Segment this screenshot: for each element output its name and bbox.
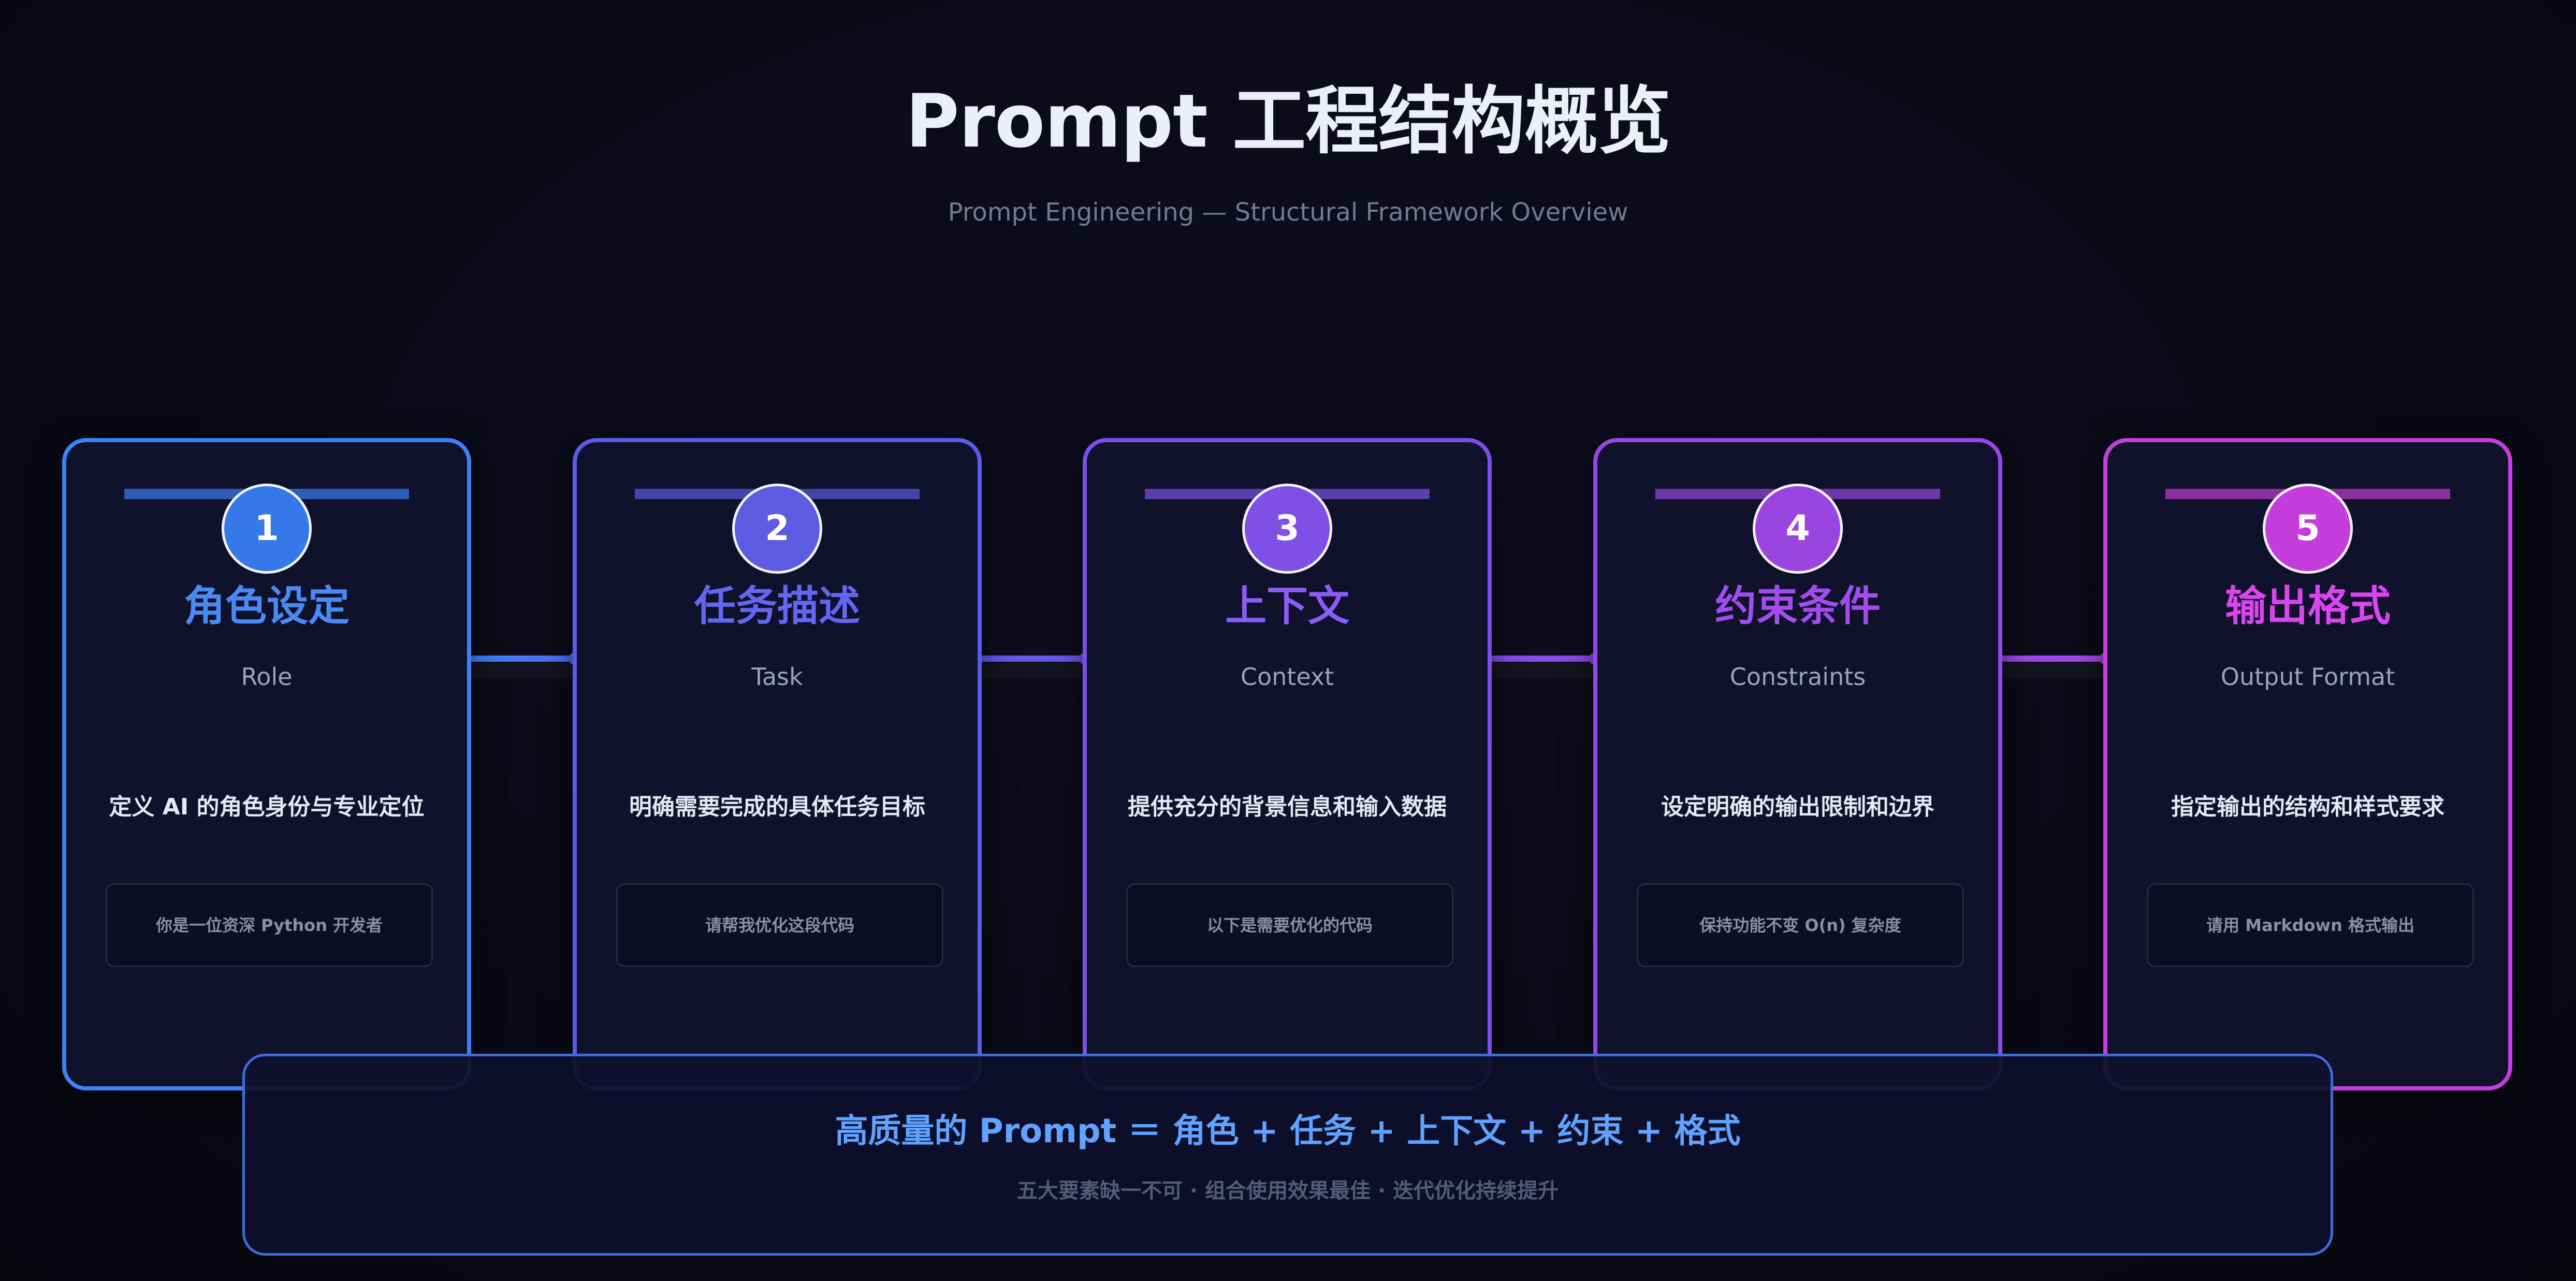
connector-4-5: [1992, 656, 2111, 662]
step-number-badge: 1: [222, 484, 312, 574]
card-title: 角色设定: [184, 582, 350, 630]
step-number-badge: 3: [1242, 484, 1332, 574]
card-example-box: 你是一位资深 Python 开发者: [106, 883, 433, 967]
card-example-box: 请帮我优化这段代码: [616, 883, 943, 967]
step-number-badge: 4: [1753, 484, 1843, 574]
connector-2-3: [971, 656, 1090, 662]
card-description: 指定输出的结构和样式要求: [2171, 794, 2444, 820]
summary-panel: 高质量的 Prompt ＝ 角色 + 任务 + 上下文 + 约束 + 格式 五大…: [242, 1054, 2333, 1256]
connector-shadow: [1492, 663, 1594, 678]
step-number-badge: 2: [732, 484, 822, 574]
card-output-format: 5 输出格式 Output Format 指定输出的结构和样式要求 请用 Mar…: [2103, 438, 2512, 1090]
card-title: 任务描述: [694, 582, 860, 630]
card-subtitle: Context: [1240, 663, 1334, 691]
card-title: 约束条件: [1715, 582, 1881, 630]
connector-1-2: [461, 656, 580, 662]
connector-3-4: [1481, 656, 1600, 662]
summary-note: 五大要素缺一不可 · 组合使用效果最佳 · 迭代优化持续提升: [1016, 1179, 1559, 1203]
card-constraints: 4 约束条件 Constraints 设定明确的输出限制和边界 保持功能不变 O…: [1593, 438, 2002, 1090]
card-subtitle: Constraints: [1729, 663, 1866, 691]
step-number-badge: 5: [2263, 484, 2353, 574]
card-example-box: 请用 Markdown 格式输出: [2147, 883, 2474, 967]
card-description: 设定明确的输出限制和边界: [1661, 794, 1934, 820]
connector-shadow: [471, 663, 574, 678]
card-subtitle: Output Format: [2220, 663, 2395, 691]
card-subtitle: Role: [241, 663, 293, 691]
card-example-box: 保持功能不变 O(n) 复杂度: [1637, 883, 1964, 967]
card-role: 1 角色设定 Role 定义 AI 的角色身份与专业定位 你是一位资深 Pyth…: [62, 438, 471, 1090]
connector-shadow: [982, 663, 1084, 678]
summary-formula: 高质量的 Prompt ＝ 角色 + 任务 + 上下文 + 约束 + 格式: [835, 1112, 1741, 1151]
card-description: 提供充分的背景信息和输入数据: [1128, 794, 1447, 820]
page-subtitle: Prompt Engineering — Structural Framewor…: [948, 198, 1628, 227]
card-description: 明确需要完成的具体任务目标: [629, 794, 925, 820]
page-title: Prompt 工程结构概览: [905, 79, 1671, 164]
card-description: 定义 AI 的角色身份与专业定位: [109, 794, 425, 820]
card-task: 2 任务描述 Task 明确需要完成的具体任务目标 请帮我优化这段代码: [573, 438, 982, 1090]
card-title: 上下文: [1225, 582, 1349, 630]
card-subtitle: Task: [751, 663, 803, 691]
card-example-box: 以下是需要优化的代码: [1126, 883, 1453, 967]
card-title: 输出格式: [2225, 582, 2391, 630]
connector-shadow: [2002, 663, 2105, 678]
card-context: 3 上下文 Context 提供充分的背景信息和输入数据 以下是需要优化的代码: [1083, 438, 1492, 1090]
